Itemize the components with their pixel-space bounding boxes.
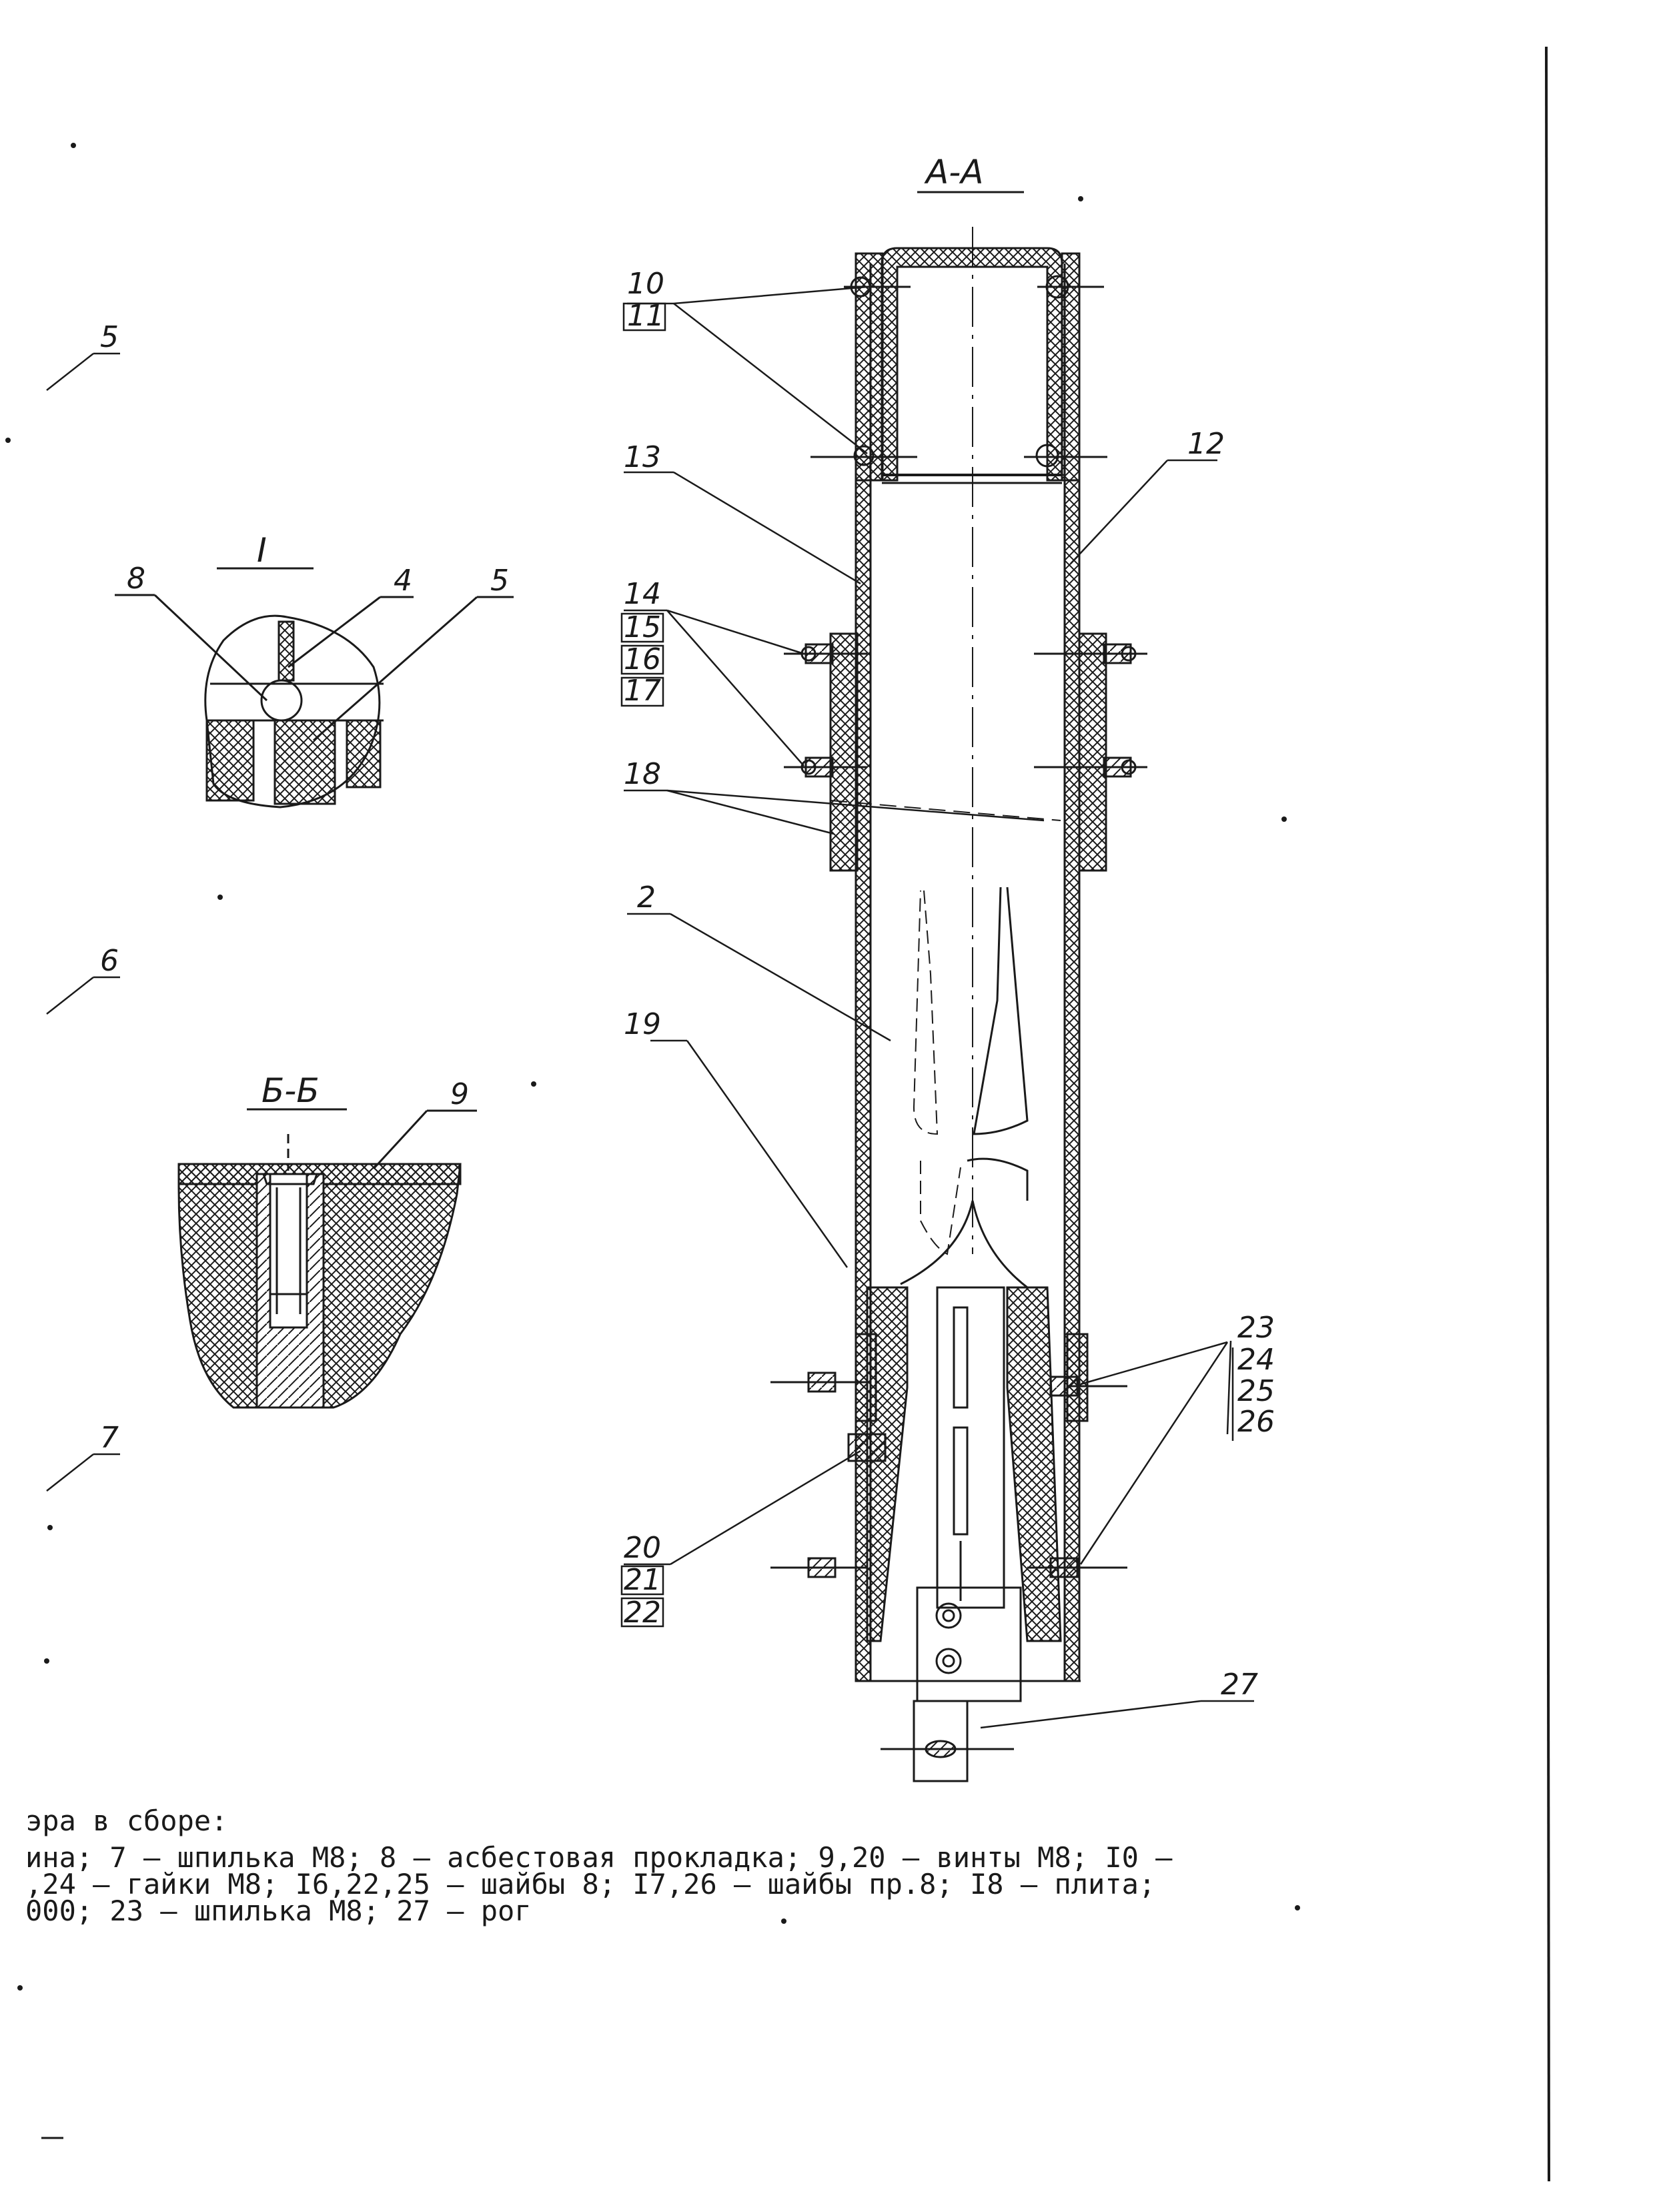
- callout-12: 12: [1187, 427, 1225, 461]
- sheet-border-right: [1545, 46, 1550, 2182]
- section-bb-title: Б-Б: [261, 1071, 320, 1110]
- section-bb-drawing: [177, 1108, 477, 1409]
- caption-heading: эра в сборе:: [25, 1804, 228, 1837]
- callout-18: 18: [624, 757, 661, 791]
- callout-14: 14: [624, 577, 661, 611]
- section-bb-callout-9: 9: [450, 1077, 469, 1111]
- caption-line-2: ,24 – гайки М8; I6,22,25 – шайбы 8; I7,2…: [25, 1868, 1156, 1900]
- callout-13: 13: [624, 440, 661, 474]
- callout-27: 27: [1221, 1668, 1258, 1702]
- caption-line-1: ина; 7 – шпилька М8; 8 – асбестовая прок…: [25, 1841, 1173, 1874]
- callout-15: 15: [624, 610, 661, 644]
- detail-callout-5: 5: [490, 564, 509, 598]
- callout-25: 25: [1237, 1374, 1275, 1408]
- section-aa-title: А-А: [924, 153, 983, 191]
- section-aa-leaders: [624, 286, 1254, 1729]
- callout-11: 11: [627, 299, 664, 333]
- side-label-5: 5: [100, 320, 119, 354]
- callout-22: 22: [624, 1596, 661, 1630]
- section-aa-drawing: [770, 191, 1147, 1782]
- callout-10: 10: [627, 267, 664, 301]
- callout-2: 2: [637, 881, 656, 915]
- callout-19: 19: [624, 1007, 661, 1041]
- side-label-6: 6: [100, 944, 119, 978]
- callout-23: 23: [1237, 1311, 1275, 1345]
- caption-line-3: 000; 23 – шпилька М8; 27 – рог: [25, 1894, 532, 1927]
- callout-24: 24: [1237, 1343, 1275, 1377]
- callout-16: 16: [624, 642, 661, 676]
- callout-21: 21: [624, 1563, 661, 1597]
- callout-17: 17: [624, 674, 661, 708]
- detail-i-title: I: [257, 531, 267, 570]
- detail-callout-4: 4: [394, 564, 412, 598]
- detail-i-drawing: [115, 567, 514, 808]
- callout-26: 26: [1237, 1405, 1275, 1439]
- side-label-7: 7: [100, 1421, 119, 1455]
- side-marker-lines: [46, 352, 120, 1492]
- detail-callout-8: 8: [127, 562, 145, 596]
- callout-20: 20: [624, 1531, 661, 1565]
